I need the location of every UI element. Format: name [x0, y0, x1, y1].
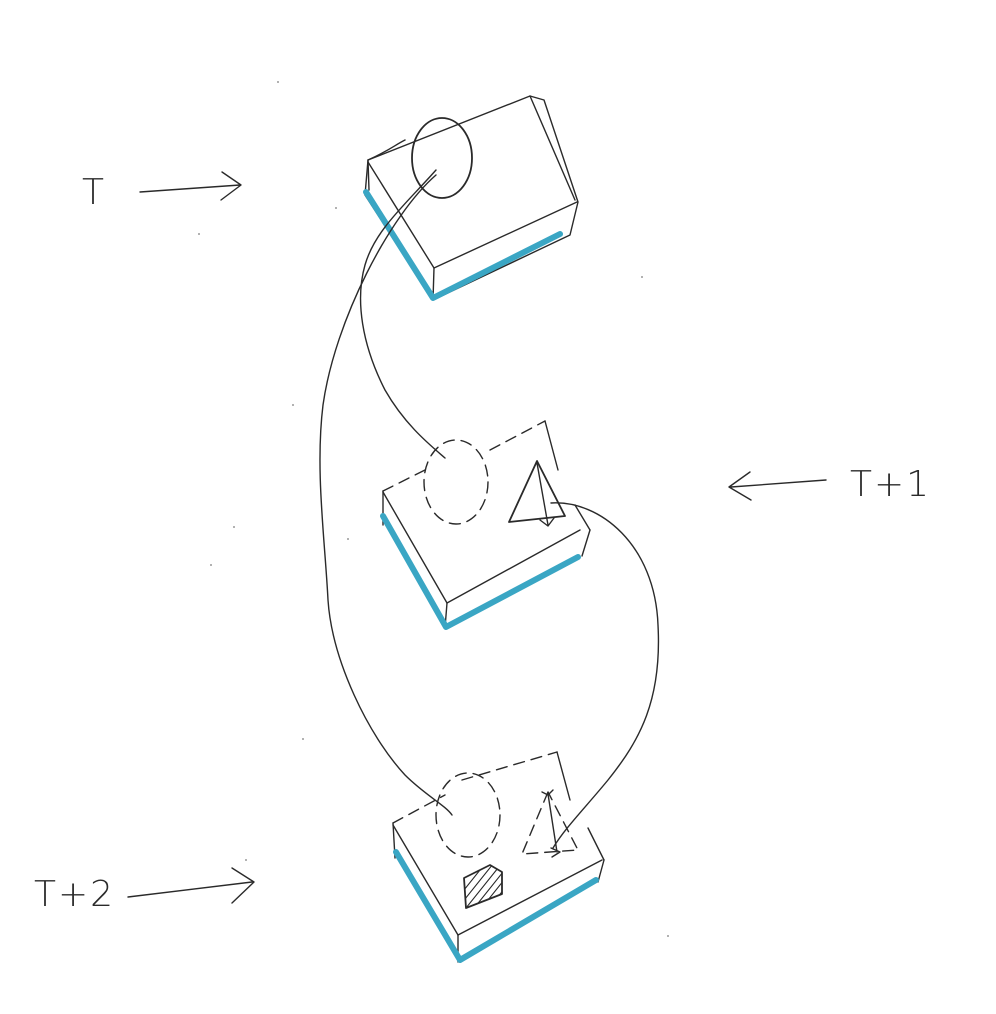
box-t-plus-1-accent-edge: [380, 513, 581, 630]
arrow-left-icon: [728, 471, 827, 501]
box-t-accent-edge: [363, 189, 563, 301]
label-t-group: T: [82, 171, 242, 213]
label-t-plus-2-group: T+2: [34, 867, 255, 915]
circle-icon: [411, 117, 473, 199]
box-t-plus-2-accent-edge: [393, 849, 599, 963]
box-t-plus-1: [380, 420, 591, 630]
circle-path-t-to-t-plus-2: [319, 174, 453, 816]
label-t-plus-1-group: T+1: [728, 464, 931, 505]
faded-circle-icon: [423, 439, 489, 525]
label-t: T: [82, 172, 106, 213]
arrow-right-icon: [139, 171, 242, 201]
hatched-shape-icon: [463, 864, 503, 909]
triangle-icon: [508, 460, 566, 523]
box-t-plus-2: [392, 751, 605, 963]
label-t-plus-1: T+1: [850, 464, 931, 505]
faded-circle-icon: [435, 772, 501, 858]
background-specks: [198, 81, 669, 937]
faded-triangle-icon: [521, 791, 579, 855]
label-t-plus-2: T+2: [34, 874, 115, 915]
circle-path-t-to-t-plus-1: [359, 169, 446, 459]
triangle-path-t-plus-1-to-t-plus-2: [550, 502, 660, 849]
arrow-right-icon: [127, 867, 255, 904]
box-t: [363, 95, 579, 301]
